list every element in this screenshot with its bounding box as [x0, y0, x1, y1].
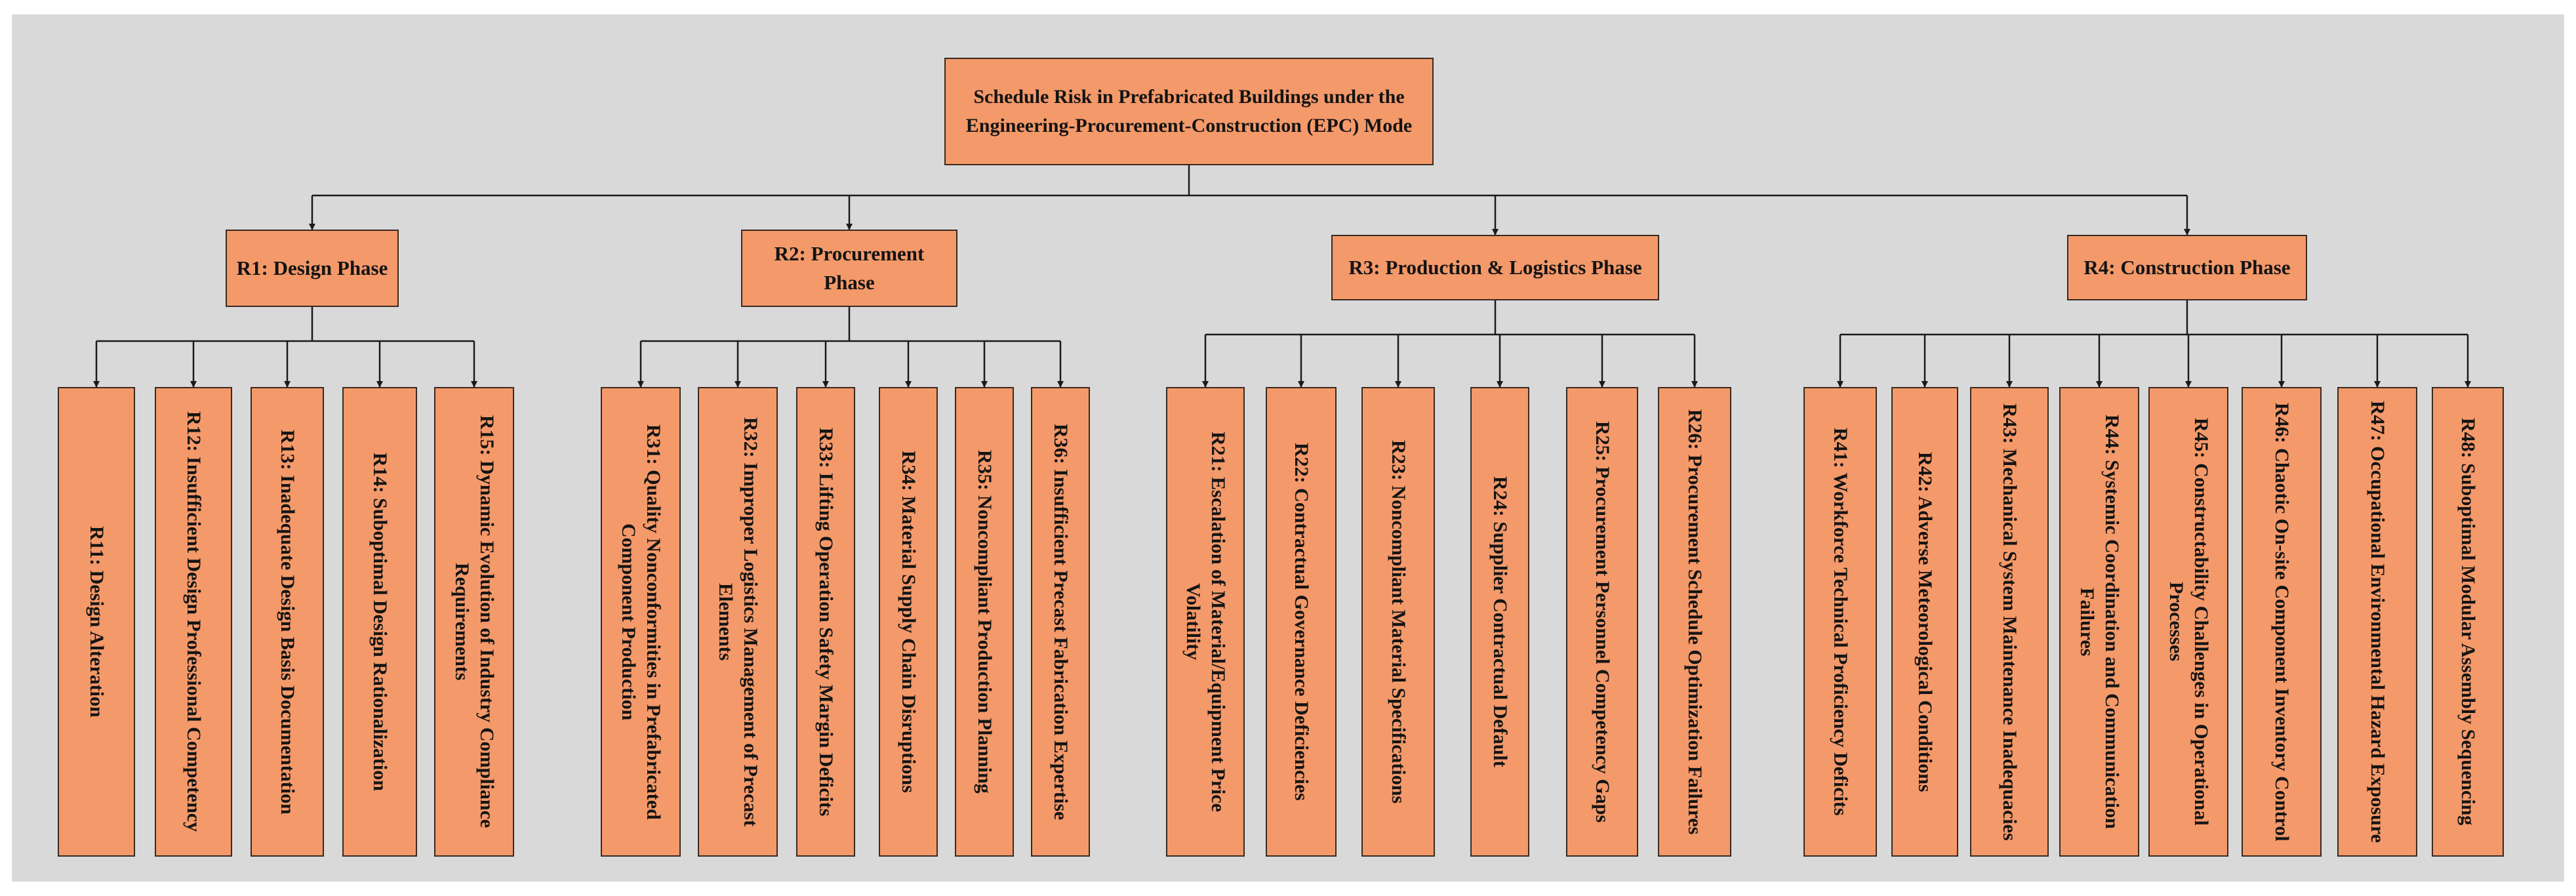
risk-node-r32: R32: Improper Logistics Management of Pr… [698, 387, 778, 857]
phase-label: R3: Production & Logistics Phase [1348, 256, 1642, 279]
diagram-canvas: Schedule Risk in Prefabricated Buildings… [12, 14, 2564, 882]
risk-label: R34: Material Supply Chain Disruptions [898, 451, 919, 793]
risk-label: R31: Quality Nonconformities in Prefabri… [618, 424, 664, 820]
risk-node-r47: R47: Occupational Environmental Hazard E… [2337, 387, 2417, 857]
risk-node-r23: R23: Noncompliant Material Specification… [1361, 387, 1435, 857]
risk-node-r22: R22: Contractual Governance Deficiencies [1266, 387, 1337, 857]
risk-node-r44: R44: Systemic Coordination and Communica… [2059, 387, 2139, 857]
risk-label: R36: Insufficient Precast Fabrication Ex… [1050, 423, 1072, 821]
risk-label: R21: Escalation of Material/Equipment Pr… [1182, 432, 1229, 812]
risk-label: R32: Improper Logistics Management of Pr… [715, 417, 761, 827]
root-node-label: Schedule Risk in Prefabricated Buildings… [965, 86, 1413, 136]
risk-node-r46: R46: Chaotic On-site Component Inventory… [2242, 387, 2322, 857]
risk-label: R44: Systemic Coordination and Communica… [2076, 415, 2123, 829]
risk-node-r21: R21: Escalation of Material/Equipment Pr… [1166, 387, 1245, 857]
risk-label: R26: Procurement Schedule Optimization F… [1684, 409, 1706, 835]
connector-layer [93, 165, 2471, 388]
phase-label: R2: Procurement Phase [774, 242, 925, 294]
phase-label: R4: Construction Phase [2083, 256, 2291, 279]
risk-label: R47: Occupational Environmental Hazard E… [2367, 401, 2388, 843]
risk-node-r33: R33: Lifting Operation Safety Margin Def… [796, 387, 855, 857]
risk-node-r13: R13: Inadequate Design Basis Documentati… [251, 387, 324, 857]
risk-label: R25: Procurement Personnel Competency Ga… [1592, 420, 1613, 823]
risk-label: R41: Workforce Technical Proficiency Def… [1830, 428, 1851, 816]
phase-node-r4: R4: Construction Phase [2067, 235, 2307, 300]
risk-label: R46: Chaotic On-site Component Inventory… [2271, 402, 2293, 842]
risk-label: R22: Contractual Governance Deficiencies [1291, 443, 1312, 801]
risk-label: R14: Suboptimal Design Rationalization [369, 453, 391, 791]
risk-label: R42: Adverse Meteorological Conditions [1914, 451, 1936, 792]
risk-node-r42: R42: Adverse Meteorological Conditions [1891, 387, 1958, 857]
risk-label: R48: Suboptimal Modular Assembly Sequenc… [2457, 418, 2479, 826]
risk-node-r48: R48: Suboptimal Modular Assembly Sequenc… [2432, 387, 2504, 857]
risk-node-r24: R24: Supplier Contractual Default [1470, 387, 1529, 857]
phase-node-r3: R3: Production & Logistics Phase [1331, 235, 1659, 300]
risk-node-r31: R31: Quality Nonconformities in Prefabri… [601, 387, 681, 857]
risk-node-r45: R45: Constructability Challenges in Oper… [2148, 387, 2228, 857]
risk-node-r26: R26: Procurement Schedule Optimization F… [1658, 387, 1731, 857]
risk-label: R33: Lifting Operation Safety Margin Def… [815, 427, 837, 817]
risk-node-r25: R25: Procurement Personnel Competency Ga… [1566, 387, 1638, 857]
risk-node-r43: R43: Mechanical System Maintenance Inade… [1970, 387, 2049, 857]
phase-label: R1: Design Phase [236, 256, 388, 279]
risk-label: R45: Constructability Challenges in Oper… [2165, 418, 2212, 826]
risk-node-r11: R11: Design Alteration [58, 387, 135, 857]
risk-node-r34: R34: Material Supply Chain Disruptions [879, 387, 938, 857]
risk-label: R12: Insufficient Design Professional Co… [183, 411, 205, 832]
risk-label: R35: Noncompliant Production Planning [974, 450, 996, 794]
risk-label: R11: Design Alteration [86, 526, 108, 718]
risk-label: R24: Supplier Contractual Default [1489, 476, 1511, 767]
risk-node-r36: R36: Insufficient Precast Fabrication Ex… [1031, 387, 1090, 857]
phase-node-r1: R1: Design Phase [226, 230, 399, 307]
risk-node-r41: R41: Workforce Technical Proficiency Def… [1803, 387, 1877, 857]
risk-node-r12: R12: Insufficient Design Professional Co… [155, 387, 232, 857]
risk-label: R23: Noncompliant Material Specification… [1388, 439, 1409, 804]
risk-label: R13: Inadequate Design Basis Documentati… [277, 429, 298, 815]
risk-node-r14: R14: Suboptimal Design Rationalization [342, 387, 417, 857]
root-node: Schedule Risk in Prefabricated Buildings… [944, 58, 1434, 165]
risk-label: R15: Dynamic Evolution of Industry Compl… [451, 415, 498, 828]
risk-label: R43: Mechanical System Maintenance Inade… [1999, 403, 2021, 841]
risk-node-r15: R15: Dynamic Evolution of Industry Compl… [434, 387, 514, 857]
phase-node-r2: R2: Procurement Phase [741, 230, 957, 307]
risk-node-r35: R35: Noncompliant Production Planning [955, 387, 1014, 857]
